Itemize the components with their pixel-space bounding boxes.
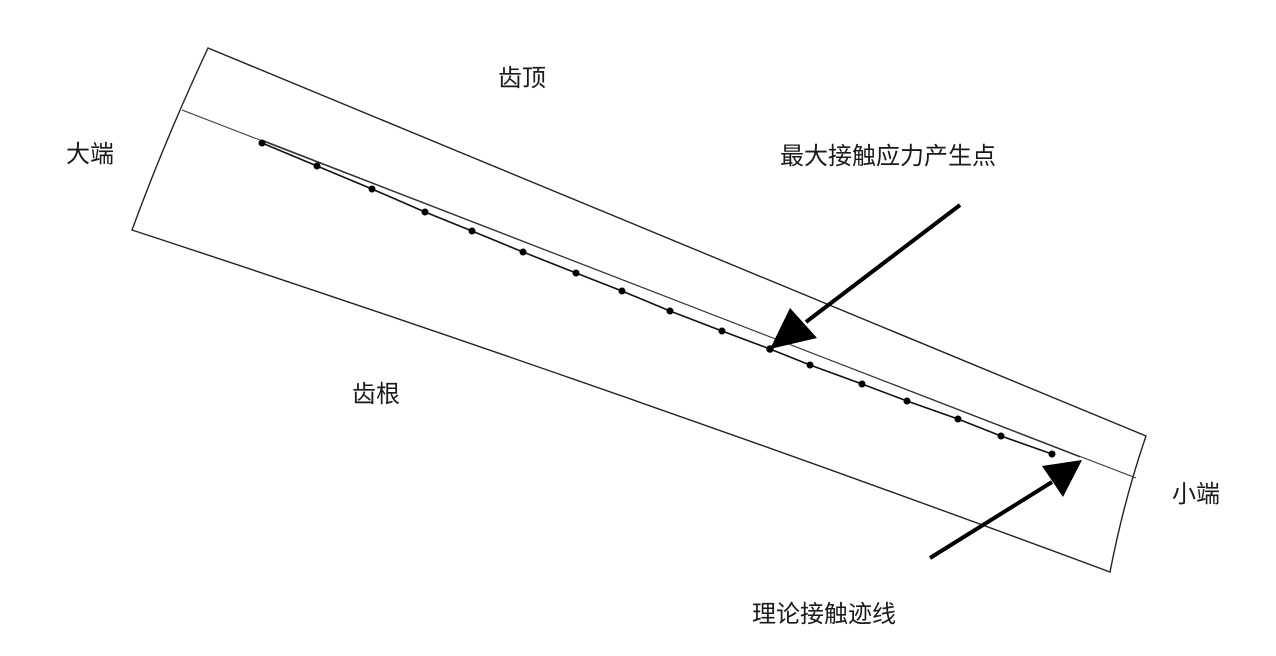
contact-point [666, 307, 674, 315]
contact-point [997, 432, 1005, 440]
contact-point [1048, 450, 1056, 458]
contact-point [618, 287, 626, 295]
contact-point [858, 380, 866, 388]
contact-point [368, 185, 376, 193]
theoretical-line-arrow [928, 460, 1082, 560]
max-stress-arrow-head [770, 308, 817, 349]
contact-point [572, 269, 580, 277]
small-end-label: 小端 [1172, 480, 1220, 508]
theoretical-line-arrow-shaft [928, 480, 1054, 560]
theoretical-line-arrow-head [1042, 460, 1082, 497]
contact-point [954, 415, 962, 423]
contact-point [258, 139, 266, 147]
contact-point [313, 162, 321, 170]
theoretical-contact-line [261, 139, 1081, 458]
contact-point [718, 327, 726, 335]
tooth-outline [131, 47, 1147, 573]
contact-point [806, 361, 814, 369]
max-stress-arrow [770, 203, 962, 349]
tooth-top-label: 齿顶 [498, 64, 546, 92]
tooth-root-label: 齿根 [352, 380, 400, 408]
max-stress-point-label: 最大接触应力产生点 [780, 142, 996, 170]
contact-point [468, 227, 476, 235]
contact-points [258, 139, 1056, 458]
max-stress-arrow-shaft [804, 203, 962, 324]
contact-point [903, 397, 911, 405]
contact-point [519, 248, 527, 256]
big-end-label: 大端 [66, 140, 114, 168]
theoretical-contact-line-label: 理论接触迹线 [752, 600, 896, 628]
contact-point [421, 208, 429, 216]
